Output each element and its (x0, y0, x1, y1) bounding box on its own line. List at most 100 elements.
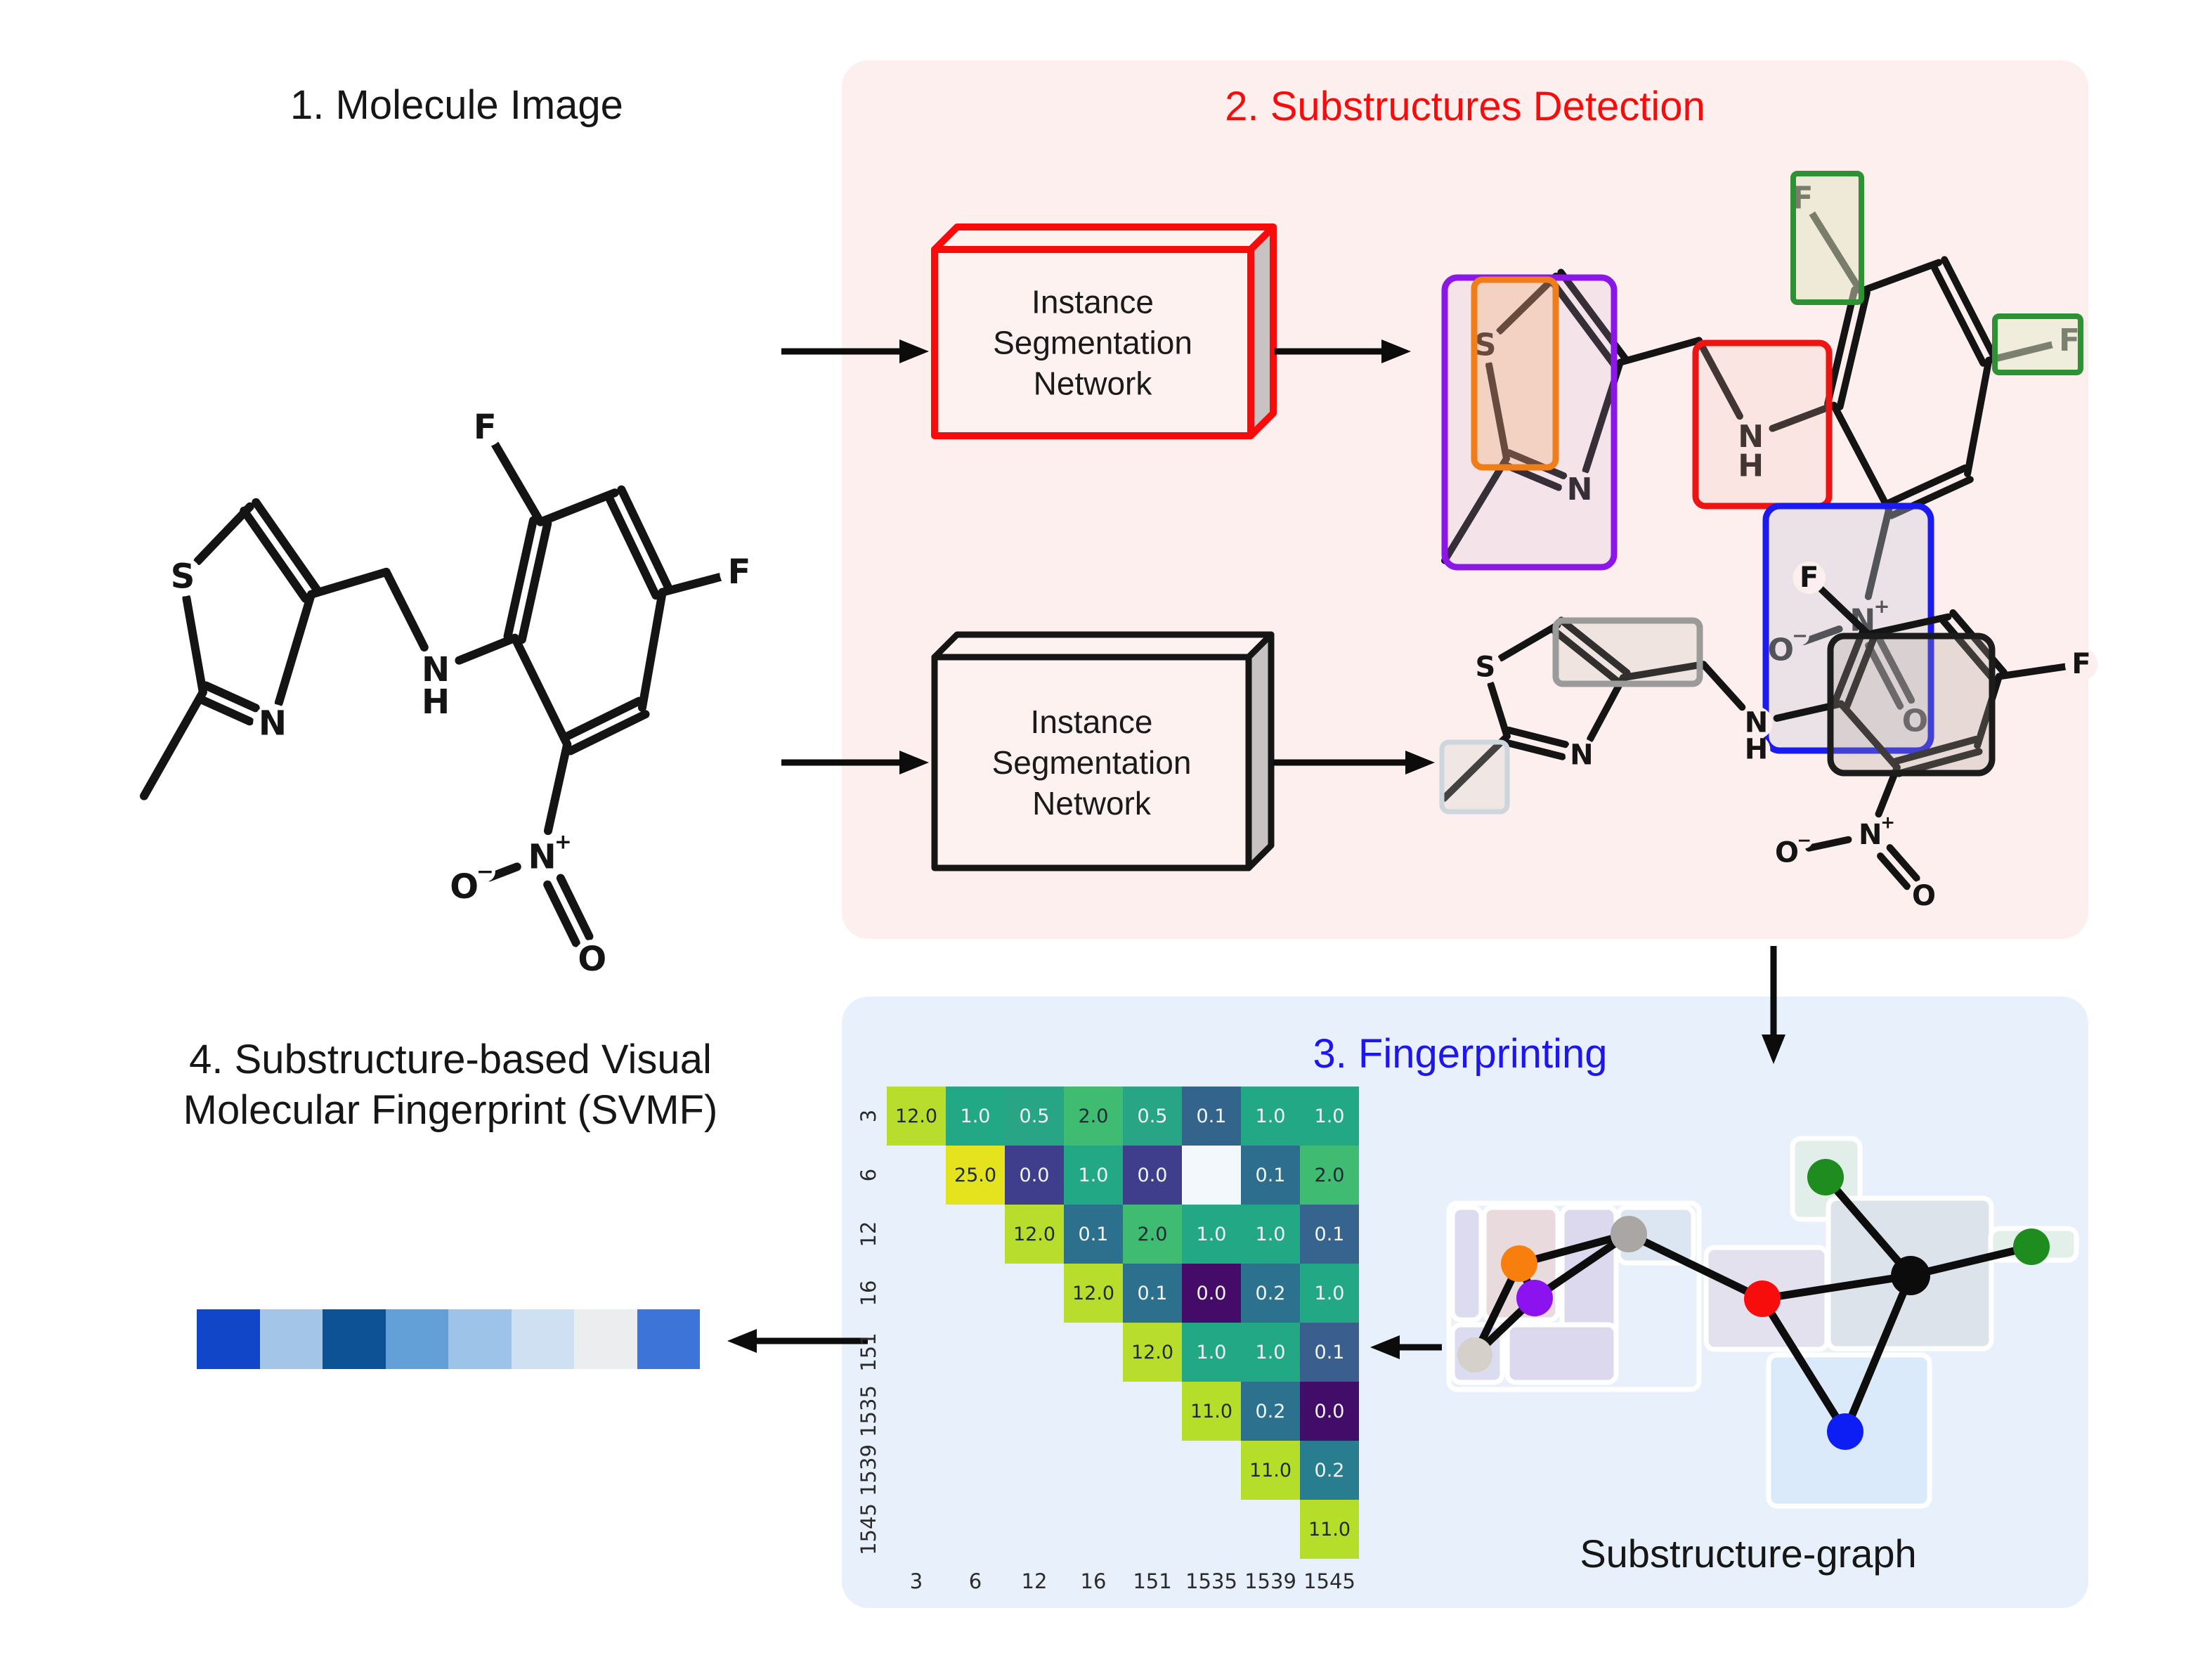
bond (490, 440, 545, 526)
arrow-head-icon (899, 339, 929, 363)
f-box-green-top (1790, 171, 1864, 305)
network-box-label: Instance (1032, 284, 1154, 320)
bond-double (1836, 289, 1871, 410)
atom-label-bg (720, 552, 759, 592)
atom-label-bg (465, 408, 505, 447)
heatmap-cell: 11.0 (1300, 1500, 1359, 1559)
svmf-bar-cell (574, 1309, 637, 1369)
bond (1485, 361, 1511, 462)
bond (182, 594, 207, 696)
graph-node-orange (1501, 1245, 1537, 1282)
heatmap-cell: 1.0 (1241, 1087, 1300, 1146)
graph-node-gray (1611, 1216, 1647, 1252)
atom-label-o: O (578, 940, 606, 979)
graph-node-blue (1827, 1413, 1863, 1450)
network-box-label: Network (1034, 365, 1153, 402)
atom-label-s: S (1476, 651, 1496, 683)
heatmap-cell: 0.1 (1182, 1087, 1241, 1146)
bond-double (1502, 739, 1566, 760)
atom-label-bg (253, 703, 292, 744)
heatmap-cell (1182, 1146, 1241, 1205)
atom-charge: − (1792, 625, 1808, 647)
svmf-bar-cell (637, 1309, 700, 1369)
bond (1496, 272, 1560, 335)
bond (1995, 663, 2069, 680)
substructure-graph-label: Substructure-graph (1580, 1531, 1917, 1576)
graph-edge (1530, 1230, 1633, 1302)
f-box-green-right (1992, 313, 2083, 375)
atom-label-bg (1854, 818, 1887, 852)
heatmap-cell: 0.1 (1064, 1205, 1123, 1264)
bond (1616, 337, 1703, 366)
atom-label-bg (1793, 561, 1826, 595)
bond-double (1930, 261, 1987, 367)
s-ring-box-orange (1471, 276, 1559, 471)
bond-double (1887, 476, 1974, 519)
graph-node-green-right (2013, 1228, 2050, 1265)
network-box-label: Segmentation (992, 744, 1192, 781)
svmf-bar-cell (259, 1309, 323, 1369)
bond-double (1877, 852, 1911, 890)
arrow-molecule-to-black-box (781, 751, 929, 774)
heatmap-cell: 0.1 (1300, 1205, 1359, 1264)
heatmap-cell: 0.0 (1300, 1382, 1359, 1441)
bond (1800, 625, 1843, 645)
atom-charge: + (1880, 812, 1895, 833)
bond (1441, 455, 1511, 564)
heatmap-cell: 2.0 (1123, 1205, 1182, 1264)
heatmap-cell: 0.2 (1241, 1382, 1300, 1441)
bond (307, 567, 391, 599)
atom-sublabel-bg (1735, 450, 1767, 482)
bond (140, 687, 207, 800)
step4-title-line1: 4. Substructure-based Visual (189, 1037, 712, 1082)
atom-label-n: N (1859, 819, 1882, 851)
atom-label-s: S (1474, 328, 1497, 363)
sub-rect-lavender-1 (1450, 1205, 1484, 1323)
heatmap-cell: 12.0 (1123, 1323, 1182, 1382)
arrow-graph-to-heatmap (1370, 1335, 1442, 1359)
atom-charge-bg (1790, 626, 1809, 646)
bond-double (202, 681, 260, 713)
graph-edge (1906, 1243, 2036, 1280)
bond-double (1843, 633, 1878, 710)
heatmap-y-tick-label: 6 (857, 1168, 880, 1182)
bond-double (503, 516, 538, 641)
heatmap-x-tick-label: 1545 (1303, 1569, 1355, 1593)
atom-charge-bg (475, 862, 495, 882)
svmf-fingerprint-bar (197, 1309, 700, 1369)
bond (1487, 681, 1511, 740)
bond-double (604, 491, 661, 600)
graph-edge (1625, 1230, 1767, 1303)
atom-charge: + (1874, 596, 1890, 618)
atom-label-n: N (1567, 472, 1593, 507)
heatmap-cell: 0.5 (1123, 1087, 1182, 1146)
bond (1974, 673, 2003, 749)
bond (1587, 674, 1627, 743)
atom-label-bg (1762, 632, 1799, 668)
bond-double (240, 506, 310, 603)
box-front-face (931, 246, 1254, 439)
heatmap-cell: 0.0 (1123, 1146, 1182, 1205)
arrow-head-icon (899, 751, 929, 774)
atom-label-o: O (450, 867, 479, 907)
arrow-black-box-to-detection (1273, 751, 1435, 774)
atom-label-s: S (171, 557, 195, 597)
heatmap-cell: 25.0 (946, 1146, 1005, 1205)
heatmap-y-tick-label: 151 (857, 1332, 880, 1372)
bond (1857, 259, 1943, 295)
atom-label-bg (1561, 471, 1598, 507)
atom-label-bg (522, 837, 562, 877)
atom-label-n: N (422, 650, 450, 689)
heatmap-x-tick-label: 12 (1021, 1569, 1048, 1593)
arrow-head-icon (1370, 1335, 1400, 1359)
bond-double (1949, 609, 2008, 676)
benzene-box-black (1827, 633, 1996, 777)
graph-node-green-top (1807, 1159, 1844, 1195)
step1-title: 1. Molecule Image (290, 82, 623, 128)
heatmap-cell: 1.0 (1300, 1264, 1359, 1323)
svmf-bar-cell (385, 1309, 448, 1369)
heatmap-cell: 1.0 (1182, 1323, 1241, 1382)
bond (1497, 621, 1561, 662)
